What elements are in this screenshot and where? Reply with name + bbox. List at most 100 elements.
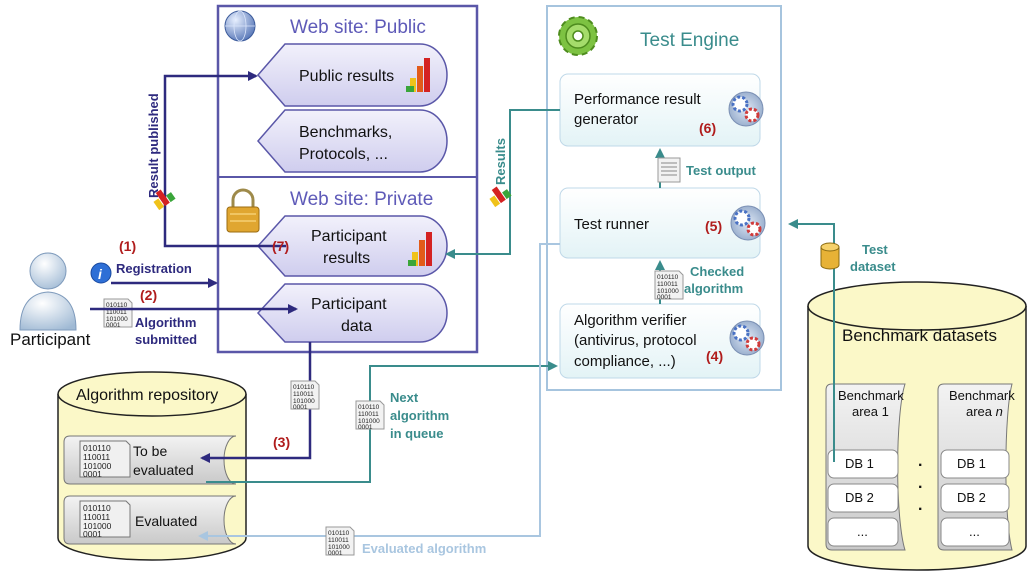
- db-2-label: DB 2: [845, 490, 874, 505]
- binary-file-icon: 010110 110011 101000 0001: [355, 400, 385, 431]
- svg-text:010110: 010110: [358, 404, 380, 411]
- step-1-label: (1): [119, 238, 136, 254]
- result-published-arrow: [163, 71, 286, 248]
- svg-text:101000: 101000: [83, 521, 112, 531]
- area-1-line-1: Benchmark: [838, 388, 904, 403]
- binary-file-icon: 010110 110011 101000 0001: [290, 380, 320, 411]
- evaluated-label: Evaluated: [135, 513, 197, 529]
- svg-text:101000: 101000: [83, 461, 112, 471]
- db-row: [940, 483, 1010, 513]
- database-icon: [820, 242, 840, 270]
- performance-generator-line-1: Performance result: [574, 91, 702, 108]
- step-2-label: (2): [140, 287, 157, 303]
- binary-file-icon: 010110 110011 101000 0001: [79, 440, 131, 479]
- benchmarks-line-2: Protocols, ...: [299, 146, 388, 163]
- svg-text:0001: 0001: [293, 404, 308, 411]
- db-row: [827, 517, 899, 547]
- svg-text:0001: 0001: [657, 294, 672, 301]
- svg-text:0001: 0001: [83, 469, 102, 479]
- participant-data-shape: [256, 283, 448, 343]
- performance-generator-line-2: generator: [574, 111, 638, 128]
- participant-label: Participant: [10, 330, 91, 349]
- svg-text:0001: 0001: [328, 550, 343, 557]
- binary-file-icon: 010110 110011 101000 0001: [103, 298, 133, 329]
- results-label: Results: [493, 138, 508, 185]
- verifier-line-1: Algorithm verifier: [574, 312, 687, 329]
- svg-text:101000: 101000: [293, 398, 315, 405]
- db-ellipsis-label: ...: [969, 524, 980, 539]
- public-results-label: Public results: [299, 68, 394, 85]
- db-ellipsis-label: ...: [857, 524, 868, 539]
- participant-results-line-2: results: [323, 250, 370, 267]
- benchmarks-protocols-shape: [257, 109, 448, 173]
- participant-results-shape: [256, 215, 448, 277]
- svg-text:110011: 110011: [657, 281, 678, 288]
- binary-file-icon: 010110 110011 101000 0001: [325, 526, 355, 557]
- checked-algorithm-line-1: Checked: [690, 264, 744, 279]
- next-algorithm-line-3: in queue: [390, 426, 443, 441]
- benchmarks-line-1: Benchmarks,: [299, 124, 392, 141]
- public-site-title: Web site: Public: [290, 17, 426, 38]
- svg-text:110011: 110011: [83, 512, 110, 522]
- svg-text:101000: 101000: [106, 316, 128, 323]
- binary-file-icon: 010110 110011 101000 0001: [654, 270, 684, 301]
- bar-chart-icon: [153, 189, 176, 211]
- svg-text:0001: 0001: [83, 529, 102, 539]
- next-algorithm-line-2: algorithm: [390, 408, 449, 423]
- participant-avatar: [19, 252, 77, 331]
- evaluated-algorithm-label: Evaluated algorithm: [362, 541, 486, 556]
- separator-dot: .: [918, 453, 922, 470]
- svg-text:101000: 101000: [358, 418, 380, 425]
- next-algorithm-line-1: Next: [390, 390, 419, 405]
- result-published-label: Result published: [146, 93, 161, 198]
- private-site-title: Web site: Private: [290, 189, 433, 210]
- svg-text:010110: 010110: [83, 443, 111, 453]
- area-1-line-2: area 1: [852, 404, 889, 419]
- to-be-evaluated-line-1: To be: [133, 443, 167, 459]
- svg-text:101000: 101000: [657, 288, 679, 295]
- bar-chart-icon: [406, 58, 430, 92]
- svg-text:i: i: [98, 266, 103, 282]
- svg-text:0001: 0001: [358, 424, 373, 431]
- test-dataset-arrow: [788, 219, 835, 462]
- test-output-label: Test output: [686, 163, 756, 178]
- db-row: [940, 449, 1010, 479]
- participant-results-line-1: Participant: [311, 228, 387, 245]
- area-n-line-2: area n: [966, 404, 1003, 419]
- svg-text:110011: 110011: [358, 411, 379, 418]
- db-row: [827, 483, 899, 513]
- db-2-label: DB 2: [957, 490, 986, 505]
- to-be-evaluated-line-2: evaluated: [133, 462, 194, 478]
- svg-text:110011: 110011: [293, 391, 314, 398]
- area-n-line-1: Benchmark: [949, 388, 1015, 403]
- separator-dot: .: [918, 497, 922, 514]
- registration-label: Registration: [116, 261, 192, 276]
- svg-text:010110: 010110: [293, 384, 315, 391]
- svg-text:010110: 010110: [106, 302, 128, 309]
- svg-text:010110: 010110: [328, 530, 350, 537]
- step-5-label: (5): [705, 218, 722, 234]
- binary-file-icon: 010110 110011 101000 0001: [79, 500, 131, 539]
- algorithm-submitted-line-2: submitted: [135, 332, 197, 347]
- test-dataset-line-2: dataset: [850, 259, 896, 274]
- svg-text:010110: 010110: [657, 274, 679, 281]
- verifier-line-2: (antivirus, protocol: [574, 332, 697, 349]
- svg-text:0001: 0001: [106, 322, 121, 329]
- gear-icon: [558, 16, 598, 56]
- test-engine-title: Test Engine: [640, 30, 739, 51]
- checked-algorithm-line-2: algorithm: [684, 281, 743, 296]
- svg-text:110011: 110011: [83, 452, 110, 462]
- test-dataset-line-1: Test: [862, 242, 888, 257]
- process-gears-icon: [730, 205, 766, 241]
- process-gears-icon: [728, 91, 764, 127]
- svg-text:010110: 010110: [83, 503, 111, 513]
- evaluated-algorithm-arrow: [198, 243, 560, 541]
- bar-chart-icon: [489, 186, 512, 208]
- step-4-label: (4): [706, 348, 723, 364]
- step-6-label: (6): [699, 120, 716, 136]
- step-7-label: (7): [272, 238, 289, 254]
- participant-data-line-2: data: [341, 318, 372, 335]
- db-row: [940, 517, 1010, 547]
- participant-data-line-1: Participant: [311, 296, 387, 313]
